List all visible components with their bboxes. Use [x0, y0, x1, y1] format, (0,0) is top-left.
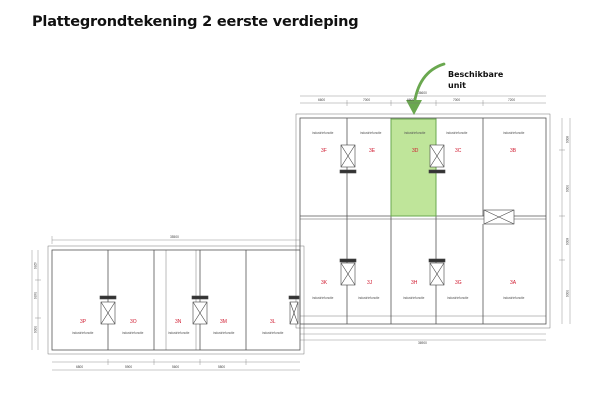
- left-bottom-dimension-line: [52, 359, 300, 371]
- room-sublabel: industriefunctie: [403, 296, 425, 300]
- unit-label-3k[interactable]: 3K: [321, 280, 328, 286]
- room-sublabel: industriefunctie: [360, 131, 382, 135]
- left-side-dim-3: 5000: [33, 326, 37, 333]
- left-building: [47, 245, 305, 355]
- unit-label-3p[interactable]: 3P: [80, 319, 87, 325]
- top-dimension-line: [300, 95, 546, 106]
- left-side-dimension-line: [31, 250, 41, 350]
- annotation-line-2: unit: [448, 81, 466, 90]
- left-bottom-dim-4: 5800: [218, 365, 225, 369]
- left-bottom-dim-3: 5600: [172, 365, 179, 369]
- right-dim-2: 5000: [565, 185, 569, 192]
- unit-label-3a[interactable]: 3A: [510, 280, 517, 286]
- lift-icon: [483, 209, 515, 225]
- room-sublabel: industriefunctie: [262, 331, 284, 335]
- room-sublabel: industriefunctie: [358, 296, 380, 300]
- lift-icon: [339, 258, 357, 286]
- unit-label-3h[interactable]: 3H: [411, 280, 418, 286]
- room-sublabel: industriefunctie: [213, 331, 235, 335]
- top-dim-2: 7000: [363, 98, 370, 102]
- right-dim-4: 5000: [565, 290, 569, 297]
- top-dim-5: 7200: [508, 98, 515, 102]
- room-sublabel: industriefunctie: [446, 131, 468, 135]
- unit-label-3l[interactable]: 3L: [270, 319, 276, 325]
- room-sublabel: industriefunctie: [168, 331, 190, 335]
- room-sublabel: industriefunctie: [312, 131, 334, 135]
- right-building-outer-line: [295, 113, 551, 329]
- left-side-dim-2: 5450: [33, 292, 37, 299]
- unit-label-3c[interactable]: 3C: [455, 148, 462, 154]
- room-sublabel: industriefunctie: [404, 131, 426, 135]
- left-top-dimension-line: [51, 236, 301, 244]
- bottom-total-dimension: 36900: [418, 341, 427, 345]
- right-building-outline: [299, 117, 547, 325]
- left-bottom-dim-2: 5900: [125, 365, 132, 369]
- available-unit-annotation: Beschikbare unit: [448, 69, 528, 91]
- unit-label-3m[interactable]: 3M: [220, 319, 227, 325]
- lift-icon: [288, 295, 300, 325]
- lift-symbols: [99, 144, 515, 325]
- right-dim-3: 6000: [565, 238, 569, 245]
- unit-label-3b[interactable]: 3B: [510, 148, 517, 154]
- left-bottom-dim-1: 6800: [76, 365, 83, 369]
- room-sublabel: industriefunctie: [312, 296, 334, 300]
- top-dim-1: 6600: [318, 98, 325, 102]
- right-dimension-line: [559, 118, 571, 324]
- lift-icon: [339, 144, 357, 174]
- unit-label-3j[interactable]: 3J: [367, 280, 373, 286]
- unit-label-3o[interactable]: 3O: [130, 319, 137, 325]
- available-unit-3d[interactable]: [390, 118, 437, 217]
- left-building-outer-line: [47, 245, 305, 355]
- page-title: Plattegrondtekening 2 eerste verdieping: [32, 14, 359, 30]
- unit-label-3n[interactable]: 3N: [175, 319, 182, 325]
- lift-icon: [428, 144, 446, 174]
- room-sublabel: industriefunctie: [503, 131, 525, 135]
- annotation-line-1: Beschikbare: [448, 70, 504, 79]
- room-sublabel: industriefunctie: [72, 331, 94, 335]
- left-building-outline: [51, 249, 301, 351]
- top-total-dimension: 36600: [418, 91, 427, 95]
- right-dim-1: 8000: [565, 136, 569, 143]
- unit-label-3e[interactable]: 3E: [369, 148, 376, 154]
- bottom-dimension-line-right: [300, 333, 546, 341]
- left-side-dim-1: 4250: [33, 262, 37, 269]
- unit-label-3d[interactable]: 3D: [412, 148, 419, 154]
- arrow-icon: [406, 62, 446, 115]
- top-dim-4: 7000: [453, 98, 460, 102]
- unit-label-3f[interactable]: 3F: [321, 148, 327, 154]
- unit-label-3g[interactable]: 3G: [455, 280, 462, 286]
- room-sublabel: industriefunctie: [122, 331, 144, 335]
- lift-icon: [99, 295, 117, 325]
- room-sublabel: industriefunctie: [447, 296, 469, 300]
- lift-icon: [191, 295, 209, 325]
- top-dim-3: 6600: [407, 98, 414, 102]
- lift-icon: [428, 258, 446, 286]
- left-top-dimension: 35500: [170, 235, 179, 239]
- room-sublabel: industriefunctie: [503, 296, 525, 300]
